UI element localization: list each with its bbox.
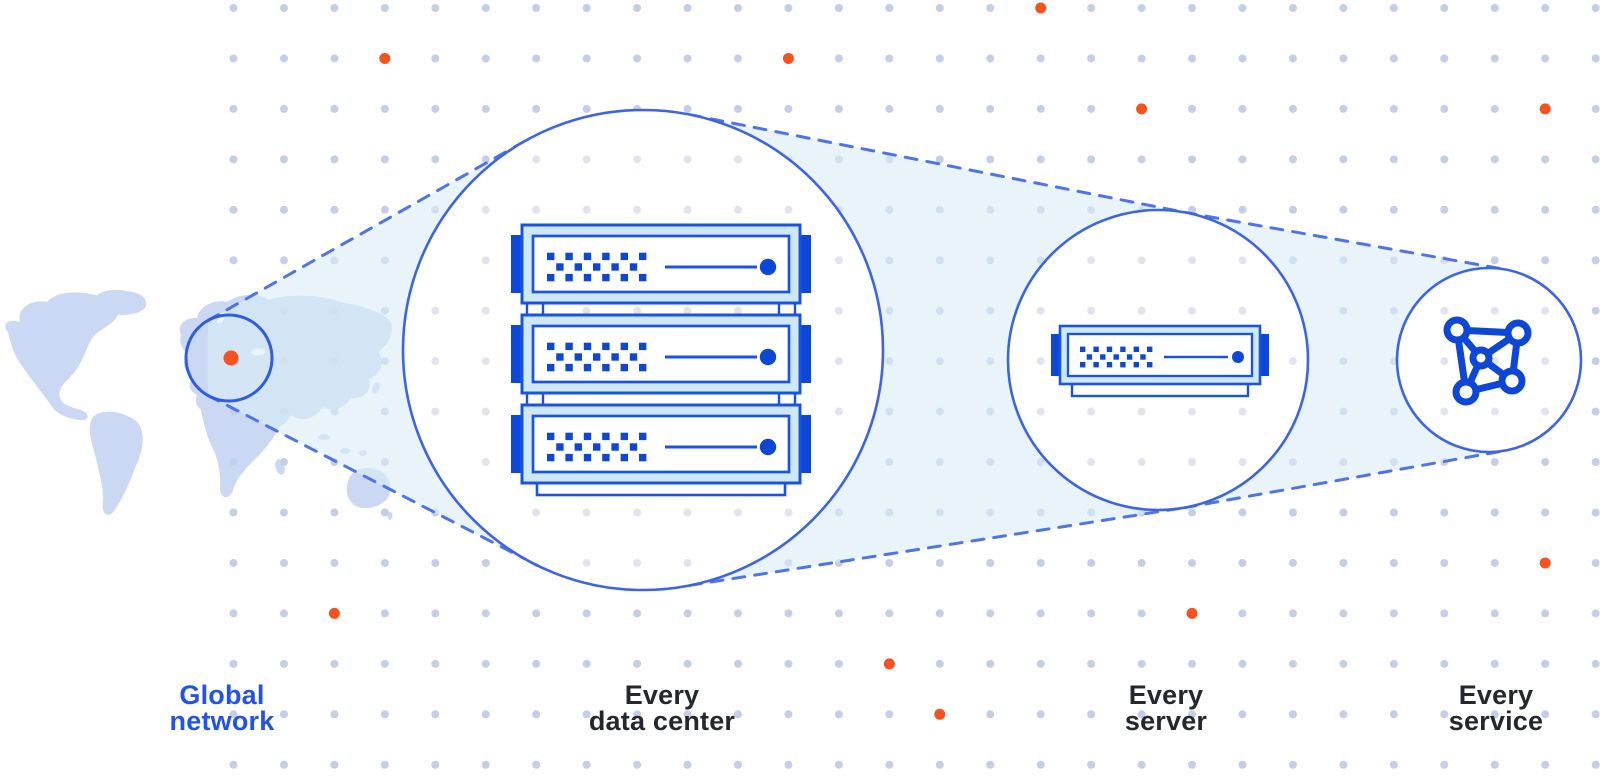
label-every-data-center: Every data center <box>588 680 736 736</box>
label-line: Global <box>179 680 265 710</box>
server-icon <box>1051 324 1269 398</box>
label-line: server <box>1124 706 1208 736</box>
label-line: Every <box>624 680 700 710</box>
label-every-server: Every server <box>1124 680 1208 736</box>
label-global-network: Global network <box>169 680 275 736</box>
location-dot-icon <box>223 350 239 366</box>
globe-circle <box>184 313 274 403</box>
label-line: data center <box>588 706 736 736</box>
label-line: network <box>169 706 275 736</box>
label-line: Every <box>1128 680 1204 710</box>
label-line: Every <box>1458 680 1534 710</box>
server-rack-icon <box>511 223 811 497</box>
label-line: service <box>1448 706 1544 736</box>
mesh-network-icon <box>1443 316 1532 406</box>
label-every-service: Every service <box>1448 680 1544 736</box>
